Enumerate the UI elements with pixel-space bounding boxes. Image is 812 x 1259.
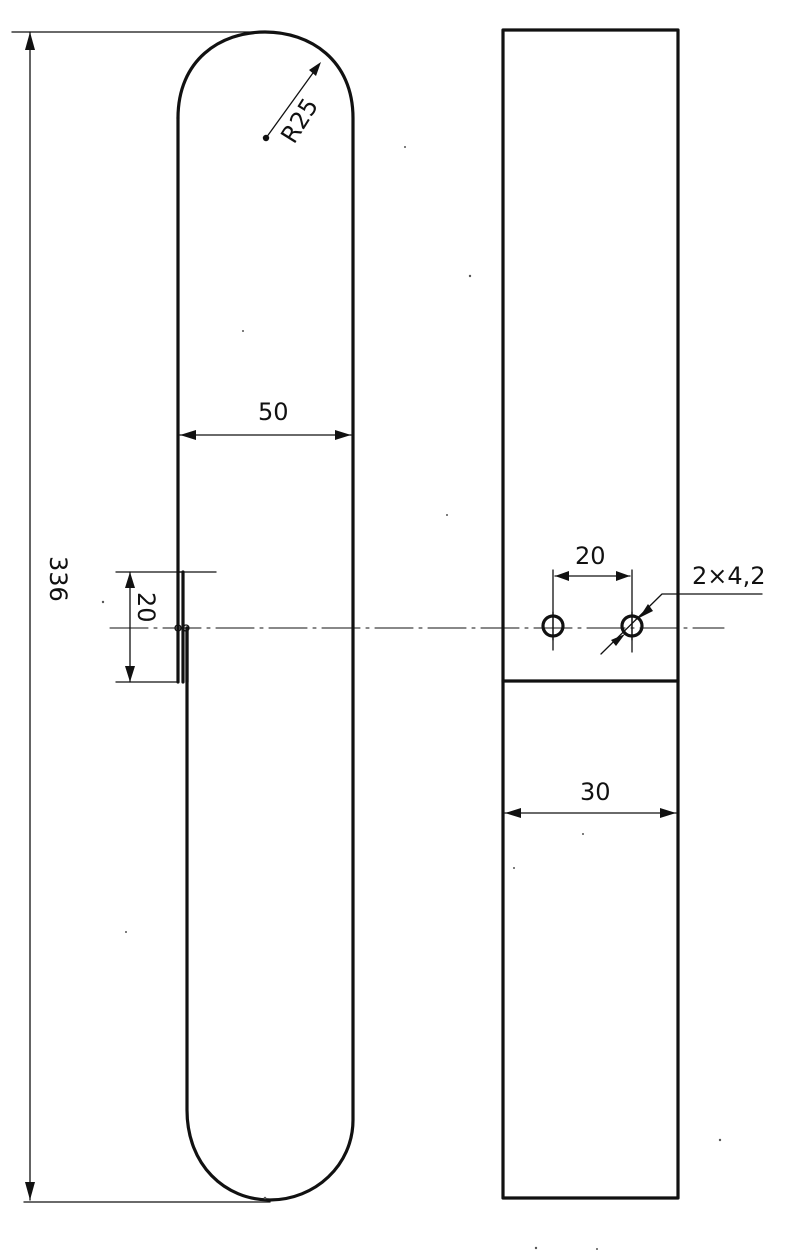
slot-label: 20 bbox=[132, 592, 160, 623]
hole-diameter-leader bbox=[600, 593, 763, 655]
hole-diameter-arrow-inner bbox=[611, 634, 625, 646]
hole-spacing-label: 20 bbox=[575, 542, 606, 570]
slot-bottom-extension bbox=[115, 571, 184, 683]
hole-diameter-arrow bbox=[639, 604, 653, 618]
hole-spacing-arrow-left bbox=[555, 571, 569, 581]
strip-side-view: 20 2×4,2 30 bbox=[501, 28, 766, 1200]
strip-outline bbox=[176, 30, 355, 1202]
side-width-arrow-right bbox=[660, 808, 676, 818]
side-width-label: 30 bbox=[580, 778, 611, 806]
overall-arrow-top bbox=[25, 32, 35, 50]
overall-label: 336 bbox=[44, 556, 72, 602]
scan-specks bbox=[101, 146, 722, 1250]
radius-leader bbox=[265, 65, 319, 139]
side-outline bbox=[501, 28, 680, 1200]
radius-label: R25 bbox=[275, 93, 324, 148]
side-width-arrow-left bbox=[505, 808, 521, 818]
hole-diameter-label: 2×4,2 bbox=[692, 562, 766, 590]
width-arrow-right bbox=[335, 430, 351, 440]
overall-arrow-bottom bbox=[25, 1182, 35, 1200]
slot-arrow-bottom bbox=[125, 666, 135, 682]
strip-front-view: R25 50 20 336 bbox=[11, 30, 355, 1203]
slot-arrow-top bbox=[125, 572, 135, 588]
radius-arrowhead bbox=[309, 62, 321, 76]
width-arrow-left bbox=[180, 430, 196, 440]
width-label: 50 bbox=[258, 398, 289, 426]
hole-spacing-arrow-right bbox=[616, 571, 630, 581]
